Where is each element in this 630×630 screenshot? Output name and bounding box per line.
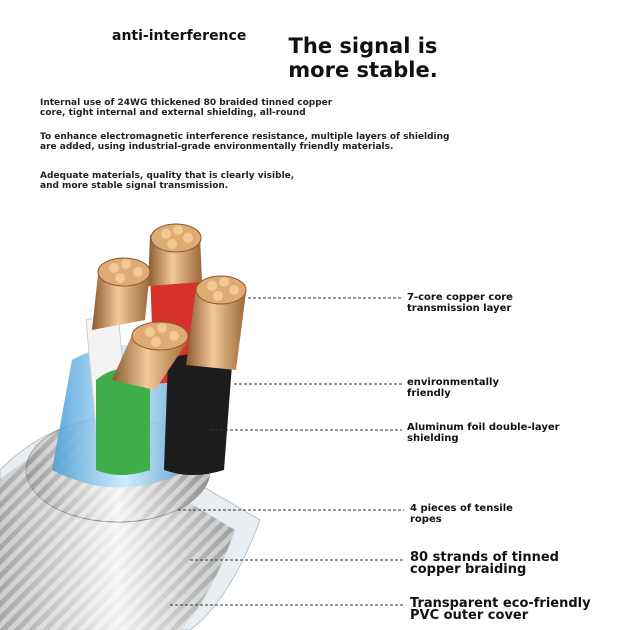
description-1: Internal use of 24WG thickened 80 braide… [40, 98, 333, 118]
callout-eco-friendly: environmentally friendly [407, 377, 499, 399]
description-3: Adequate materials, quality that is clea… [40, 171, 295, 191]
copper-strand-green [112, 321, 190, 390]
black-core [164, 353, 232, 475]
description-2: To enhance electromagnetic interference … [40, 132, 450, 152]
callout-foil-shield: Aluminum foil double-layer shielding [407, 422, 560, 444]
callout-outer-cover: Transparent eco-friendly PVC outer cover [410, 596, 591, 623]
copper-strand-white [92, 257, 151, 330]
copper-strand-black [186, 275, 247, 370]
callout-copper-core: 7-core copper core transmission layer [407, 292, 513, 314]
callout-copper-braiding: 80 strands of tinned copper braiding [410, 550, 559, 577]
leader-lines [170, 297, 404, 606]
copper-strand-red [148, 223, 202, 286]
small-title: anti-interference [112, 28, 247, 44]
green-core [96, 368, 150, 475]
callout-tensile-ropes: 4 pieces of tensile ropes [410, 503, 513, 525]
headline: The signal is more stable. [288, 34, 438, 82]
